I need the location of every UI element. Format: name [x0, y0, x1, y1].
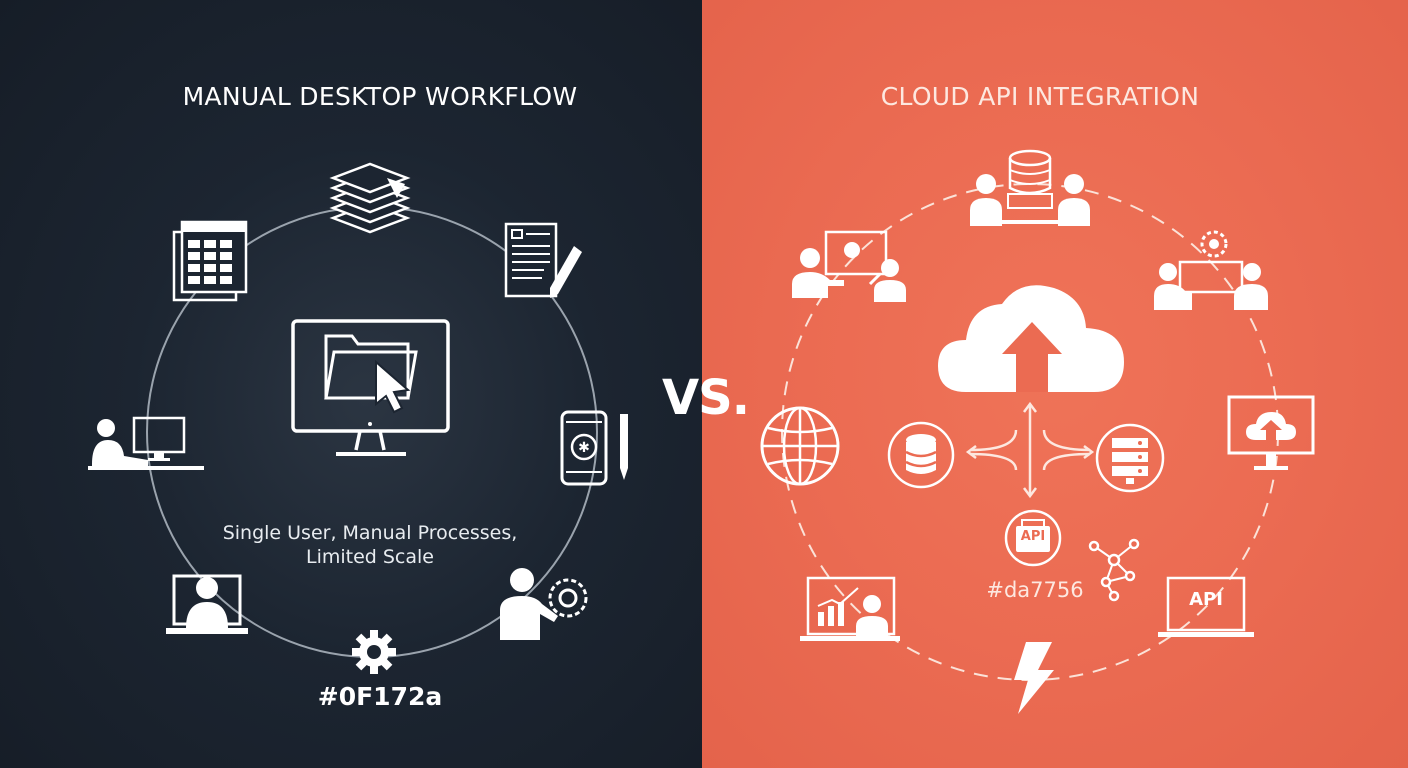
left-caption-line1: Single User, Manual Processes,: [222, 522, 518, 544]
gear-icon: [352, 630, 396, 674]
lightning-icon: [1014, 642, 1054, 714]
left-color-label: #0F172a: [317, 682, 443, 711]
laptop-chart-user-icon: [800, 576, 900, 641]
database-icon: [887, 421, 955, 489]
monitor-folder-cursor-icon: [291, 319, 450, 456]
globe-icon: [760, 406, 840, 486]
monitor-cloud-icon: [1227, 395, 1315, 470]
user-laptop-icon: [166, 574, 248, 634]
left-caption-line2: Limited Scale: [305, 546, 434, 568]
user-gear-icon: [500, 568, 588, 640]
mobile-pen-icon: ✱: [560, 410, 628, 486]
vs-label: VS.: [662, 370, 750, 426]
data-flow-arrows: [965, 401, 1095, 499]
team-database-icon: [970, 149, 1090, 226]
api-badge-label: API: [1020, 529, 1046, 544]
network-nodes-icon: [1088, 538, 1140, 602]
document-pen-icon: [504, 222, 582, 298]
presentation-users-icon: [792, 230, 906, 302]
server-icon: [1095, 423, 1165, 493]
svg-text:✱: ✱: [578, 440, 590, 456]
left-panel: [0, 0, 702, 768]
team-gear-icon: [1154, 230, 1268, 310]
left-title: MANUAL DESKTOP WORKFLOW: [182, 82, 578, 111]
cloud-upload-icon: [938, 285, 1124, 392]
api-badge-icon: [1004, 509, 1062, 567]
laptop-api-icon: [1158, 576, 1254, 637]
right-color-label: #da7756: [986, 578, 1084, 602]
paper-stack-icon: [329, 162, 411, 234]
user-desktop-icon: [88, 416, 204, 470]
spreadsheet-icon: [172, 220, 248, 302]
laptop-api-label: API: [1189, 589, 1223, 610]
right-title: CLOUD API INTEGRATION: [880, 82, 1200, 111]
